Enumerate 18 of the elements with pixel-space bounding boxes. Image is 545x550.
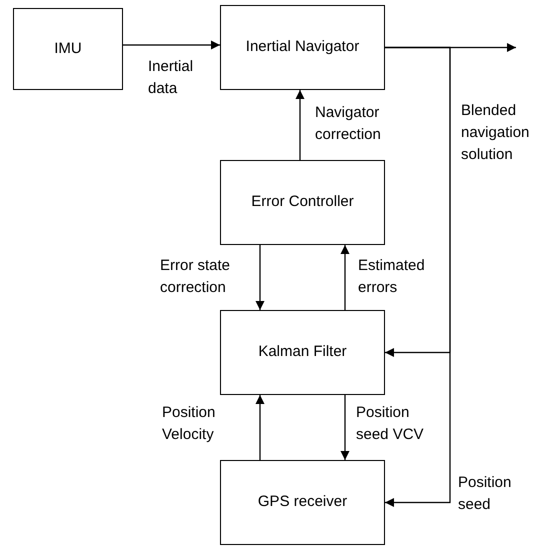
box-label: IMU (54, 38, 82, 59)
process-box (220, 160, 385, 245)
arrow (123, 40, 220, 50)
process-box (220, 460, 385, 545)
box-label: GPS receiver (258, 492, 348, 512)
box-label: Inertial Navigator (246, 37, 360, 58)
arrow (256, 245, 264, 310)
arrow (340, 395, 350, 460)
arrow (296, 90, 304, 160)
arrow (256, 395, 264, 460)
box-label: Error Controller (251, 192, 354, 212)
process-box (13, 8, 123, 90)
arrow (340, 245, 350, 310)
process-box (220, 310, 385, 395)
output-label: Blended navigation solution (461, 101, 530, 165)
arrow (385, 46, 451, 507)
box-label: Kalman Filter (258, 342, 347, 362)
process-box (220, 5, 385, 90)
